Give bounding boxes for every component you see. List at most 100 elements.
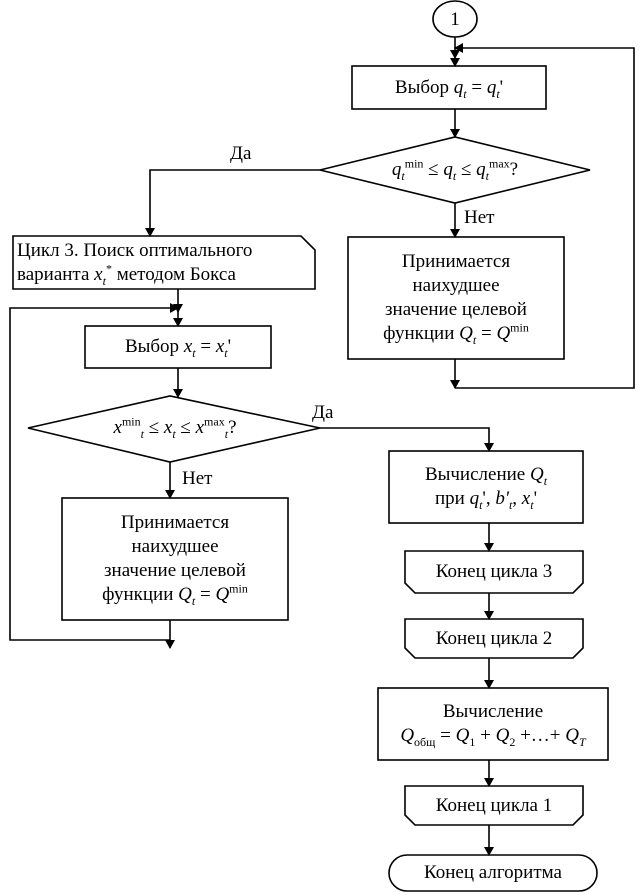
compute-q-param-x-sub: t [530,497,534,512]
cycle3-x-sub: t [102,273,106,288]
check-q-diamond [319,136,591,204]
end-algorithm-label: Конец алгоритма [424,862,562,883]
compute-q-param-q: q [469,488,480,509]
end-cycle2-text: Конец цикла 2 [405,619,583,658]
select-q-rhs: q [486,76,497,98]
end-cycle3-text: Конец цикла 3 [405,551,583,593]
check-x-rhs: x [195,417,205,438]
worst-top-line4-prefix: функции [383,323,460,344]
check-x-no-label: Нет [182,468,213,489]
cycle3-x: x [94,263,103,285]
select-x-eq: = [195,336,216,357]
worst-left-line4-prefix: функции [102,584,179,605]
worst-left-q: Q [178,584,192,605]
worst-top-rhs-sup: min [510,320,529,335]
check-x-op1: ≤ [143,417,164,438]
compute-total-plus1: + [475,725,496,746]
check-x-mid-sub: t [172,426,176,441]
check-x-op2: ≤ [175,417,196,438]
check-x-yes-label: Да [312,402,334,423]
worst-left-q-sub: t [191,593,196,608]
end-cycle3-label: Конец цикла 3 [435,561,553,582]
end-cycle3-shape [404,550,584,594]
check-q-rhs-sup: max [488,156,510,171]
compute-total-plus2: +…+ [515,725,566,746]
worst-value-left-text: Принимается наихудшее значение целевой ф… [62,498,288,620]
select-x-lhs-sub: t [192,345,196,360]
check-x-text: xmint ≤ xt ≤ xmaxt? [75,410,275,446]
check-q-mid: q [443,159,453,180]
compute-q-prefix: Вычисление [424,464,530,485]
cycle3-header-shape [12,235,316,290]
edge-check-q-yes [145,169,320,237]
select-x-rhs: x [215,336,225,357]
check-q-op2: ≤ [456,159,477,180]
select-x-text: Выбор xt = xt' [85,326,271,368]
worst-top-rhs: Q [496,323,511,344]
compute-q-comma2: , [512,488,522,509]
check-q-rhs: q [476,159,486,180]
check-q-lhs: q [391,159,402,180]
compute-total-q1: Q [455,725,470,746]
compute-total-qt: Q [565,725,579,746]
connector-text: 1 [450,9,460,30]
check-x-rhs-sup: max [204,414,225,429]
check-q-yes-label: Да [230,143,252,164]
select-q-text: Выбор qt = qt' [352,66,546,109]
cycle3-line2-prefix: варианта [17,263,95,285]
select-q-eq: = [466,76,487,98]
select-q-prime: ' [499,76,504,98]
check-q-qmark: ? [509,159,519,180]
end-algorithm-text: Конец алгоритма [389,855,597,891]
cycle3-line1: Цикл 3. Поиск оптимального [17,239,253,261]
compute-total-text: Вычисление Qобщ = Q1 + Q2 +…+ QT [378,688,608,760]
check-q-op1: ≤ [423,159,444,180]
worst-top-line1: Принимается [401,251,511,272]
compute-total-q: Q [400,725,415,746]
compute-q-param-b: b' [495,488,509,509]
compute-total-line1: Вычисление [442,701,544,722]
check-q-rhs-sub: t [485,168,489,183]
check-x-rhs-sub: t [224,426,229,441]
compute-q-param-q-sub: t [479,497,483,512]
select-q-prefix: Выбор [394,76,449,98]
compute-q-param-x: x [521,488,531,509]
check-q-text: qtmin ≤ qt ≤ qtmax? [360,152,550,188]
edge-check-x-yes [320,427,494,452]
compute-total-qt-sub: T [578,734,586,749]
check-x-lhs: x [113,417,122,438]
cycle3-line2-suffix: методом Бокса [111,263,236,285]
select-q-lhs: q [453,76,464,98]
worst-top-eq: = [476,323,497,344]
edge-loop-back-top [454,43,635,389]
compute-q-q-sub: t [543,473,548,488]
select-q-box [351,65,547,110]
compute-total-q2: Q [495,725,510,746]
cycle3-x-sup: * [105,261,112,276]
edge-loop-back-left [9,303,179,641]
compute-q-param-x-prime: ' [533,488,537,509]
compute-q-line2-prefix: при [434,488,470,509]
select-q-lhs-sub: t [463,86,467,101]
check-q-lhs-sub: t [401,168,405,183]
check-q-no-label: Нет [464,207,495,228]
select-x-prefix: Выбор [124,336,184,357]
worst-left-rhs: Q [215,584,230,605]
worst-left-rhs-sup: min [229,581,248,596]
connector-label: 1 [433,3,477,37]
check-x-lhs-sub: t [140,426,144,441]
check-x-lhs-sup: min [121,414,141,429]
compute-q-q: Q [529,464,544,485]
worst-left-line1: Принимается [120,512,230,533]
check-x-qmark: ? [228,417,237,438]
check-x-mid: x [163,417,173,438]
end-cycle2-shape [404,618,584,659]
worst-value-top-text: Принимается наихудшее значение целевой ф… [348,237,564,359]
worst-value-box-left [61,497,289,621]
compute-q-param-q-prime: ' [482,488,486,509]
select-q-rhs-sub: t [496,86,500,101]
worst-top-q-sub: t [472,332,477,347]
check-q-mid-sub: t [452,168,457,183]
end-cycle1-text: Конец цикла 1 [405,786,583,825]
